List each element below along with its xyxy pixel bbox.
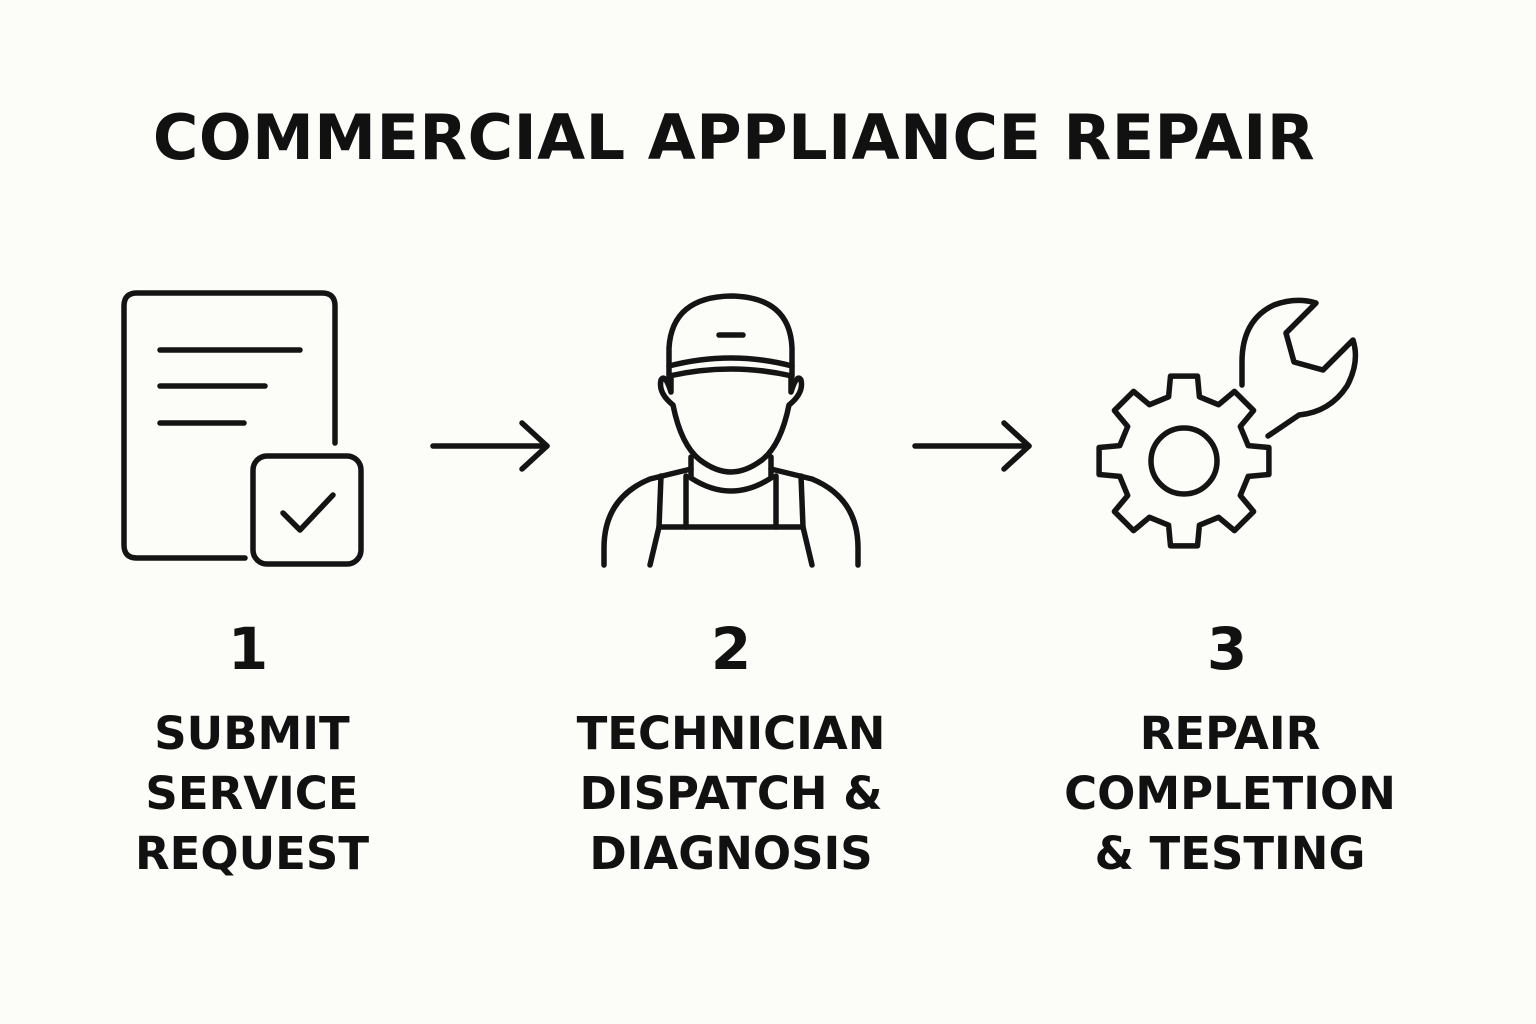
diagram-title: COMMERCIAL APPLIANCE REPAIR <box>152 101 1316 174</box>
gear-wrench-icon <box>1096 297 1359 549</box>
step-3-number: 3 <box>1206 615 1248 683</box>
step-2-number: 2 <box>710 615 752 683</box>
technician-icon <box>601 293 861 568</box>
step-1-label: SUBMIT SERVICE REQUEST <box>134 707 370 880</box>
step-2-label: TECHNICIAN DISPATCH & DIAGNOSIS <box>576 707 886 880</box>
arrow-right-icon <box>912 420 1032 472</box>
step-3-label: REPAIR COMPLETION & TESTING <box>1064 707 1396 880</box>
arrow-right-icon <box>430 420 550 472</box>
document-check-icon <box>121 290 364 567</box>
step-1-number: 1 <box>227 615 269 683</box>
